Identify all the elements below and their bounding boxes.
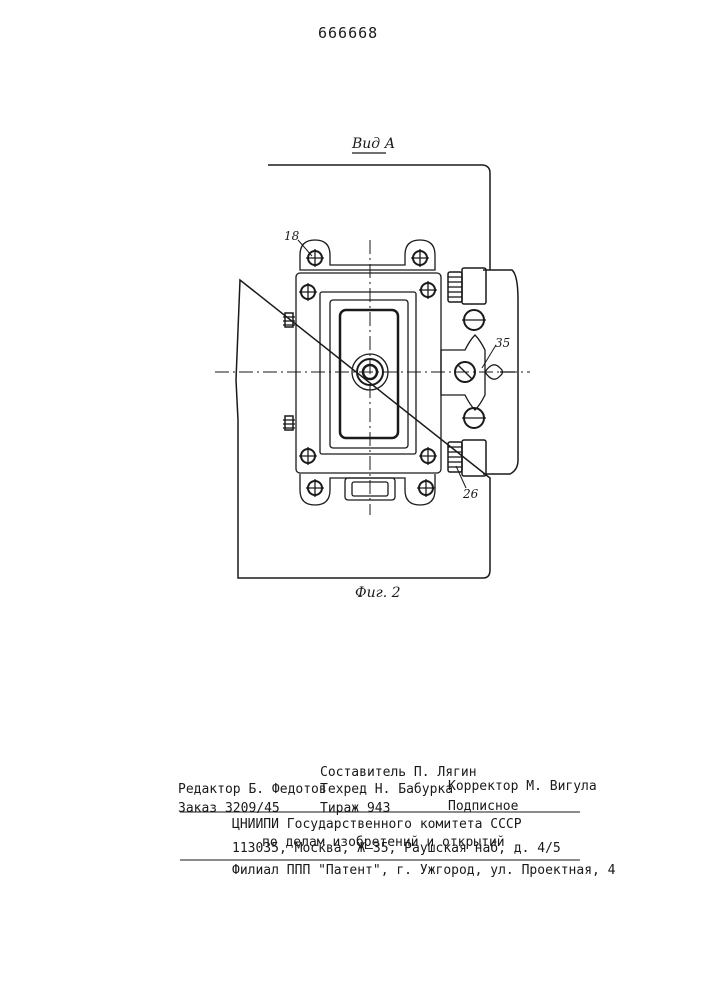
upper-knurled-knob: [448, 268, 486, 304]
left-knob-top: [283, 313, 295, 327]
view-label: Вид А: [351, 136, 395, 152]
left-knob-bottom: [283, 416, 295, 430]
corrector-credit: Корректор М. Вигула: [448, 779, 597, 794]
circulation: Тираж 943: [320, 801, 390, 816]
editor-credit: Редактор Б. Федотов: [178, 782, 327, 797]
callout-18: 18: [284, 229, 300, 243]
order-number: Заказ 3209/45: [178, 801, 280, 816]
callout-35: 35: [495, 336, 510, 350]
figure-caption: Фиг. 2: [355, 585, 401, 601]
leader-26: [456, 466, 466, 488]
housing-recess-outer: [330, 300, 408, 448]
callout-26: 26: [462, 487, 479, 501]
subscription: Подписное: [448, 799, 518, 814]
housing-inner: [320, 292, 416, 454]
housing-outer: [296, 273, 441, 473]
address-line: 113035, Москва, Ж–35, Раушская наб, д. 4…: [232, 841, 561, 856]
housing-recess-inner: [340, 310, 398, 438]
compiler-credit: Составитель П. Лягин: [320, 765, 477, 780]
techred-credit: Техред Н. Бабурка: [320, 782, 453, 797]
branch-line: Филиал ППП "Патент", г. Ужгород, ул. Про…: [232, 863, 616, 878]
org-line-1: ЦНИИПИ Государственного комитета СССР: [232, 817, 522, 832]
